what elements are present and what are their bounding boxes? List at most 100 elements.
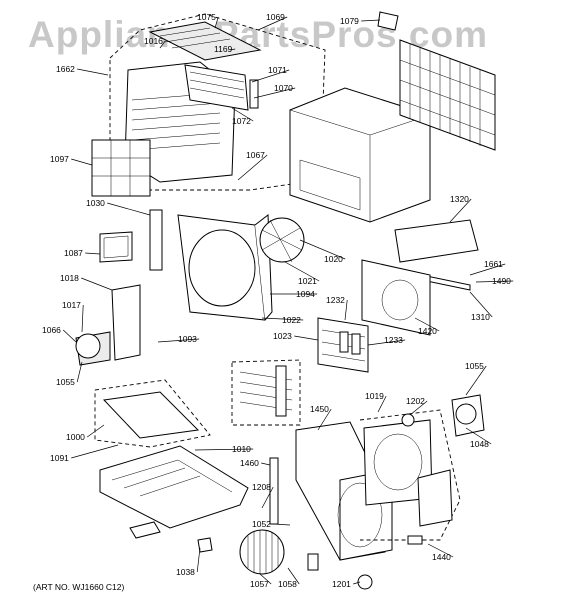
leader-line-1000 [86, 424, 105, 438]
part-label-1233: 1233 [384, 335, 403, 345]
art-number: (ART NO. WJ1660 C12) [33, 582, 125, 592]
leader-line-1070 [253, 87, 296, 99]
part-label-1094: 1094 [296, 289, 315, 299]
part-label-1460: 1460 [240, 458, 259, 468]
leader-line-1016 [159, 40, 166, 49]
part-label-1058: 1058 [278, 579, 297, 589]
leader-line-1091 [71, 444, 119, 459]
part-label-1169: 1169 [214, 44, 233, 54]
leader-line-1023 [294, 335, 319, 341]
part-label-1019: 1019 [365, 391, 384, 401]
part-label-1440: 1440 [432, 552, 451, 562]
part-label-1021: 1021 [298, 276, 317, 286]
part-label-1071: 1071 [268, 65, 287, 75]
part-label-1022: 1022 [282, 315, 301, 325]
part-label-1662: 1662 [56, 64, 75, 74]
leader-line-1038 [196, 547, 201, 573]
leader-line-1019 [377, 395, 387, 413]
leader-line-1310 [469, 291, 493, 318]
leader-line-1420 [414, 317, 440, 332]
part-label-1202: 1202 [406, 396, 425, 406]
part-label-1420: 1420 [418, 326, 437, 336]
part-label-1093: 1093 [178, 334, 197, 344]
small-parts [307, 413, 423, 590]
leader-line-1460 [261, 462, 271, 466]
blower-wheel [239, 529, 285, 575]
part-label-1070: 1070 [274, 83, 293, 93]
leader-line-1093 [157, 338, 200, 343]
leader-line-1450 [317, 408, 332, 431]
leader-line-1048 [465, 427, 492, 445]
part-label-1069: 1069 [266, 12, 285, 22]
part-label-1310: 1310 [471, 312, 490, 322]
leader-line-1169 [229, 48, 236, 51]
leader-line-1020 [299, 239, 346, 260]
motor-1048 [451, 394, 485, 437]
leader-line-1075 [214, 16, 219, 29]
part-label-1097: 1097 [50, 154, 69, 164]
heater-group [231, 359, 301, 426]
leader-line-1233 [367, 339, 406, 346]
part-label-1000: 1000 [66, 432, 85, 442]
leader-lines [62, 16, 514, 585]
part-label-1201: 1201 [332, 579, 351, 589]
part-label-1066: 1066 [42, 325, 61, 335]
leader-line-1490 [475, 280, 514, 283]
leader-line-1661 [469, 263, 506, 276]
leader-line-1087 [85, 252, 101, 255]
leader-line-1057 [259, 573, 272, 585]
leader-line-1071 [251, 69, 290, 83]
leader-line-1022 [261, 317, 304, 321]
leader-line-1320 [449, 198, 472, 223]
part-label-1048: 1048 [470, 439, 489, 449]
part-label-1052: 1052 [252, 519, 271, 529]
fan-blade [259, 217, 305, 263]
leader-line-1208 [261, 486, 274, 509]
base-pan [94, 379, 249, 553]
part-label-1075: 1075 [197, 12, 216, 22]
part-label-1010: 1010 [232, 444, 251, 454]
rear-grille [377, 11, 496, 151]
part-label-1320: 1320 [450, 194, 469, 204]
leader-line-1010 [194, 448, 254, 451]
leader-line-1201 [353, 581, 361, 585]
motor-assembly [75, 231, 141, 366]
part-label-1091: 1091 [50, 453, 69, 463]
part-label-1017: 1017 [62, 300, 81, 310]
part-label-1030: 1030 [86, 198, 105, 208]
part-label-1020: 1020 [324, 254, 343, 264]
leader-line-1202 [409, 400, 428, 416]
part-label-1450: 1450 [310, 404, 329, 414]
leader-line-1069 [257, 16, 288, 31]
leader-line-1058 [287, 567, 300, 585]
leader-line-1072 [231, 107, 254, 122]
part-label-1018: 1018 [60, 273, 79, 283]
leader-line-1021 [284, 261, 320, 282]
part-label-1232: 1232 [326, 295, 345, 305]
leader-line-1232 [344, 299, 348, 321]
leader-line-1440 [427, 543, 454, 558]
leader-line-1055 [465, 365, 487, 396]
part-label-1055: 1055 [465, 361, 484, 371]
leader-line-1030 [107, 202, 151, 216]
part-label-1661: 1661 [484, 259, 503, 269]
leader-line-1067 [237, 154, 268, 181]
leader-line-1055 [76, 361, 83, 383]
part-label-1079: 1079 [340, 16, 359, 26]
part-label-1072: 1072 [232, 116, 251, 126]
part-label-1067: 1067 [246, 150, 265, 160]
front-grille-group [109, 13, 326, 191]
leader-line-1017 [81, 304, 84, 333]
part-label-1057: 1057 [250, 579, 269, 589]
leader-line-1097 [71, 158, 93, 166]
leader-line-1079 [361, 19, 381, 22]
leader-line-1066 [62, 329, 77, 343]
leader-line-1052 [273, 523, 291, 526]
part-label-1208: 1208 [252, 482, 271, 492]
part-label-1038: 1038 [176, 567, 195, 577]
outer-case [289, 87, 431, 223]
part-label-1087: 1087 [64, 248, 83, 258]
